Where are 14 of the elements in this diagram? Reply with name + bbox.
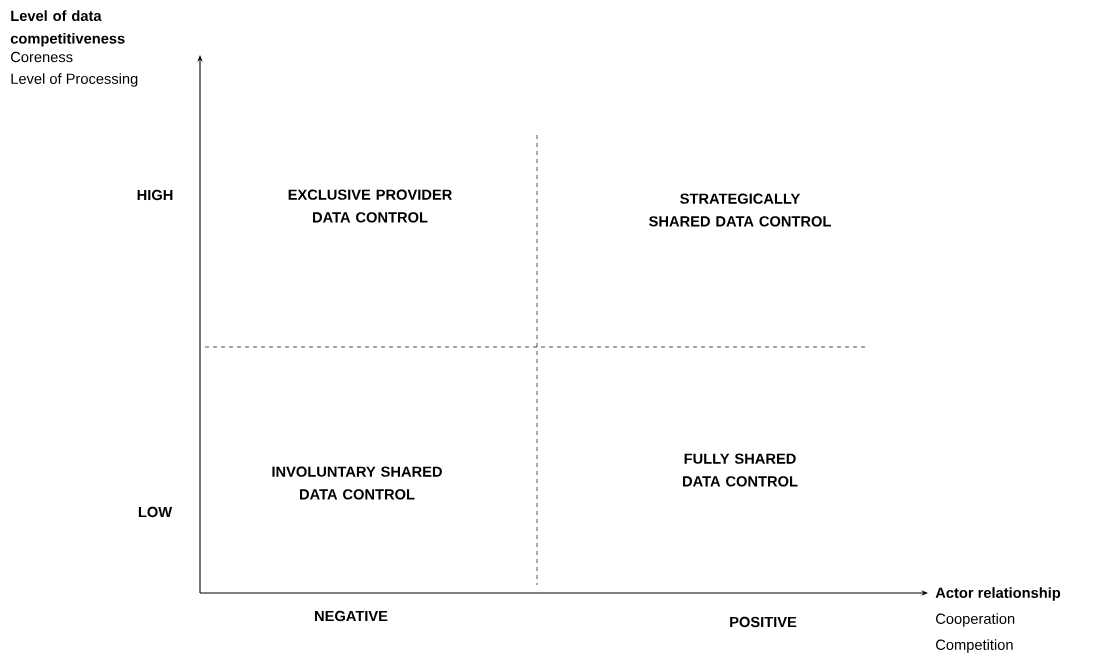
quadrant-label: EXCLUSIVE PROVIDER DATA CONTROL [288, 189, 452, 223]
level-label: NEGATIVE [315, 610, 388, 622]
axis-title: Actor relationship [935, 587, 1061, 601]
axis-subtitle: Coreness [11, 51, 73, 63]
axis-subtitle: Cooperation [936, 613, 1015, 627]
axis-title: Level of data competitiveness [10, 10, 125, 47]
quadrant-label: FULLY SHARED DATA CONTROL [683, 453, 798, 487]
level-label: LOW [138, 506, 173, 518]
level-label: HIGH [137, 189, 173, 201]
quadrant-label: INVOLUNTARY SHARED DATA CONTROL [272, 466, 442, 500]
axis-subtitle: Competition [936, 639, 1013, 653]
level-label: POSITIVE [730, 616, 797, 628]
axis-subtitle: Level of Processing [11, 73, 138, 87]
quadrant-label: STRATEGICALLY SHARED DATA CONTROL [649, 193, 831, 227]
